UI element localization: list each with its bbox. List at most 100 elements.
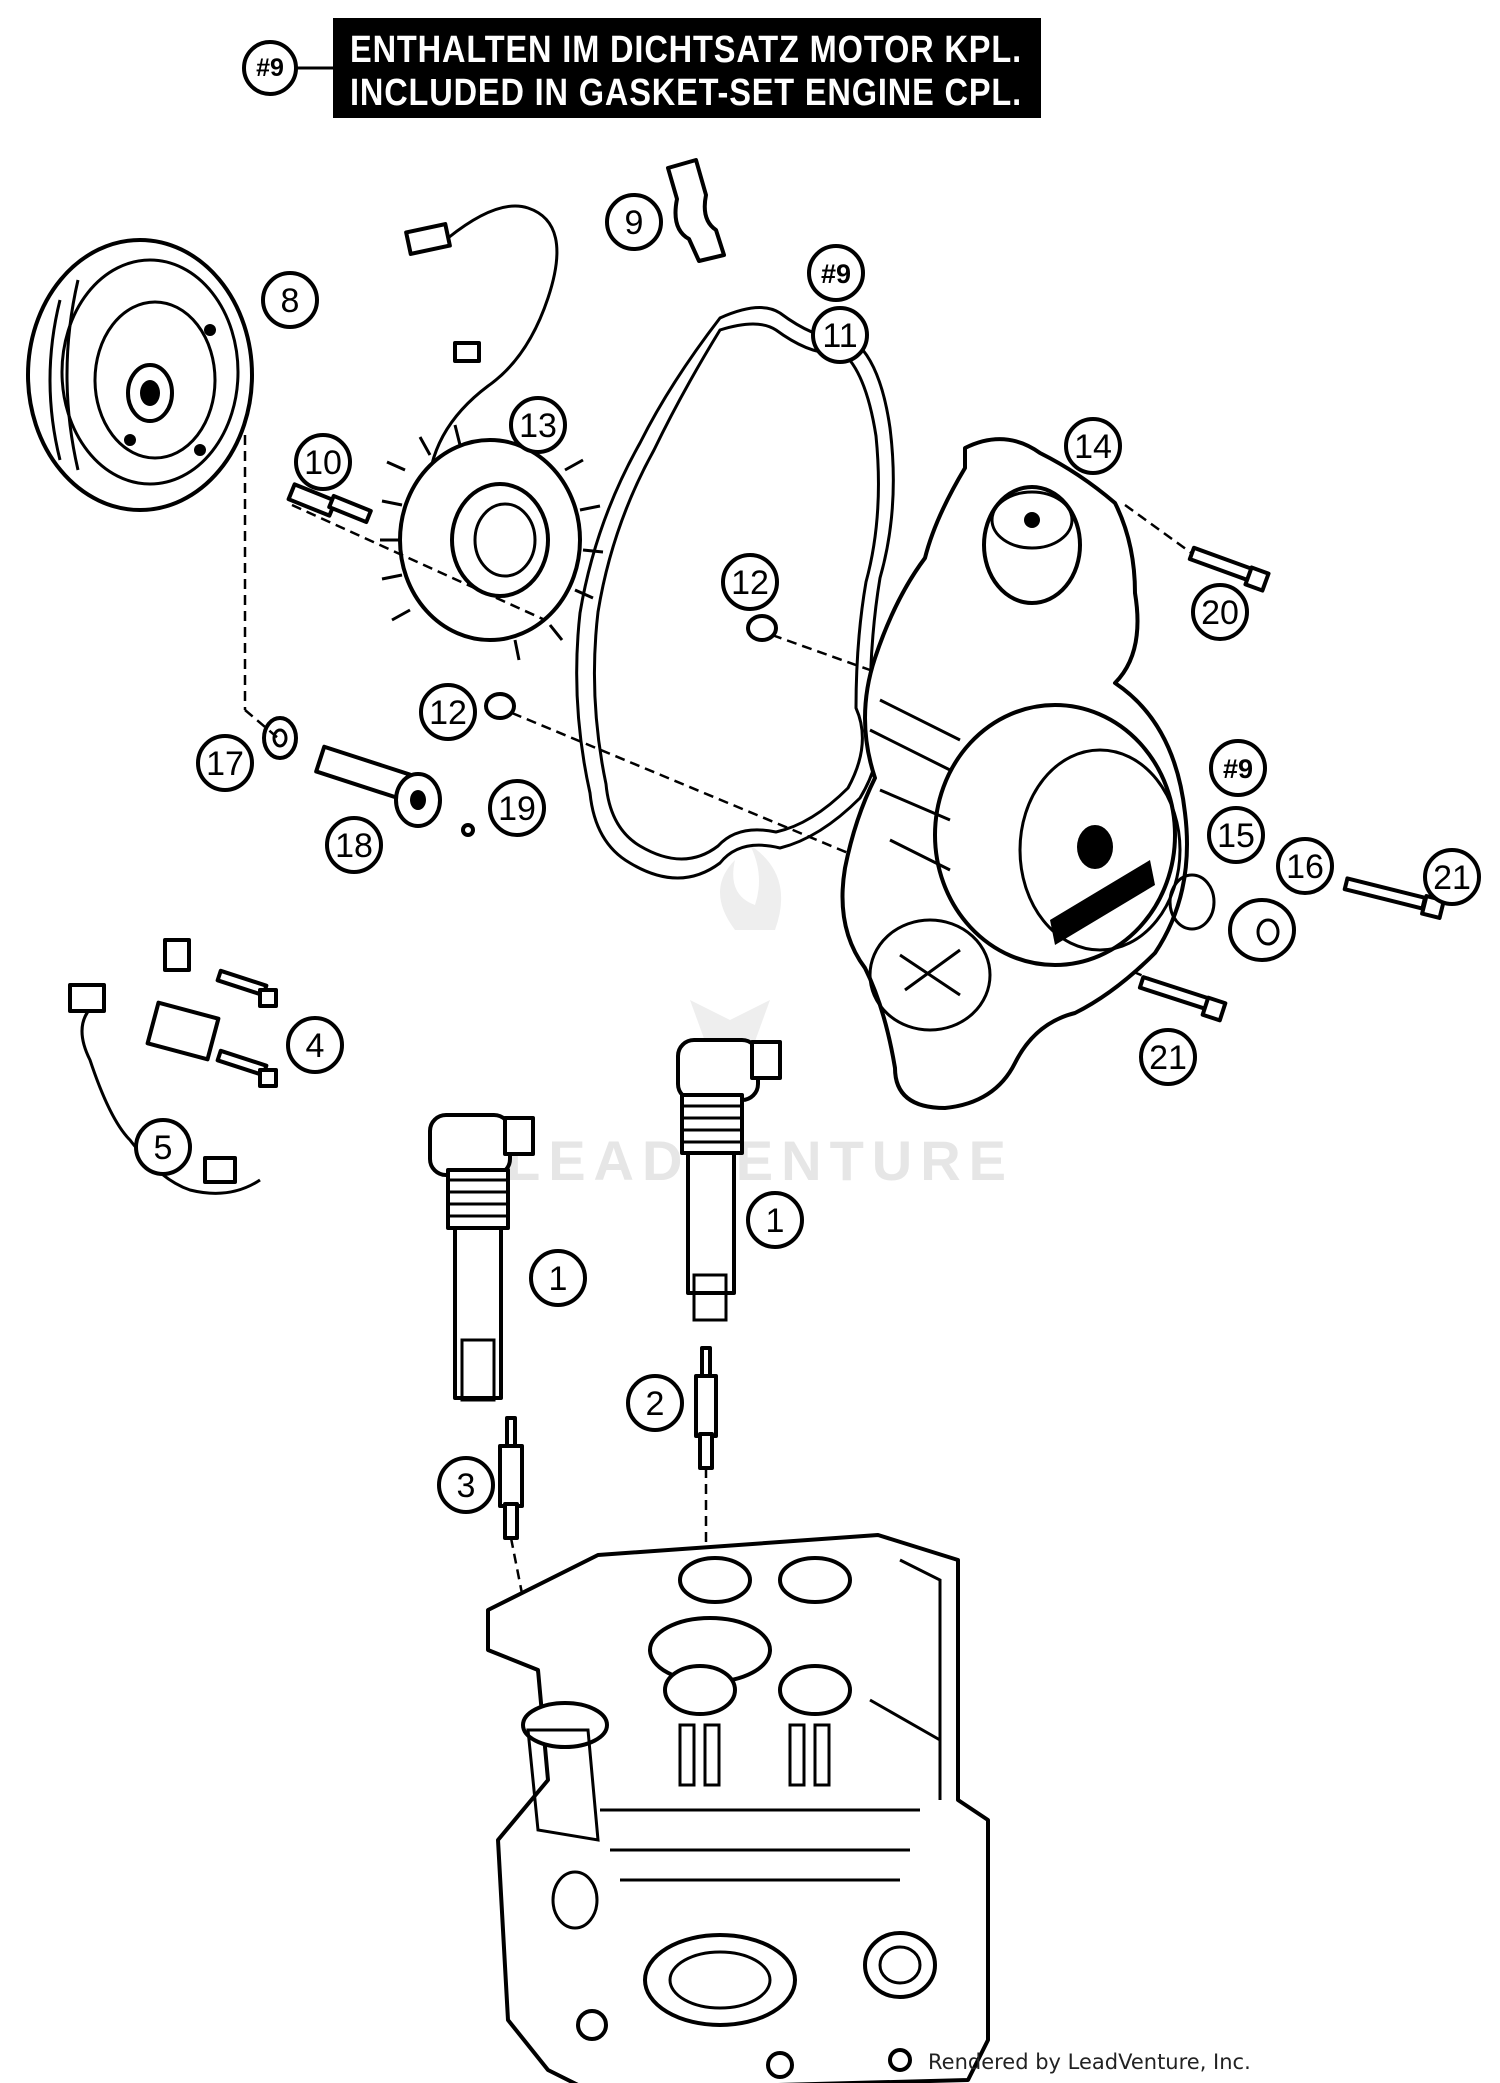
callout-circle (626, 1374, 684, 1432)
callout-number: 17 (206, 745, 244, 783)
callout-circle (1207, 806, 1265, 864)
circlip (461, 823, 475, 837)
callout-number: 15 (1217, 817, 1255, 855)
sensor-bolt-lower (215, 1048, 278, 1088)
callout-number: 19 (498, 790, 536, 828)
callout-circle (509, 396, 567, 454)
legend-tag: #9 (256, 54, 284, 82)
callout-c16: 16 (1276, 837, 1334, 895)
ignition-coil-left (428, 1113, 535, 1402)
ignition-coil-right (676, 1038, 782, 1322)
callout-number: 18 (335, 827, 373, 865)
callout-c9b: #9 (807, 244, 865, 302)
callout-number: 9 (625, 204, 644, 242)
stator-with-cable (380, 204, 604, 661)
spark-plug-right (694, 1346, 718, 1470)
callout-c8: 8 (261, 271, 319, 329)
callout-circle (488, 779, 546, 837)
callout-c17: 17 (196, 734, 254, 792)
legend-line-de: ENTHALTEN IM DICHTSATZ MOTOR KPL. (350, 29, 1022, 71)
callout-c12a: 12 (721, 553, 779, 611)
callout-circle (325, 816, 383, 874)
sensor-bolt-upper (215, 968, 278, 1008)
dowel-pin-lower (484, 692, 516, 720)
callout-c1b: 1 (746, 1191, 804, 1249)
callout-circle (1209, 739, 1267, 797)
callout-c18: 18 (325, 816, 383, 874)
stator-bolt (286, 482, 373, 525)
callout-circle (1191, 583, 1249, 641)
callout-circle (437, 1456, 495, 1514)
legend-box (333, 18, 1041, 118)
spark-plug-left (498, 1416, 524, 1540)
callout-number: 1 (766, 1202, 785, 1240)
legend-line-en: INCLUDED IN GASKET-SET ENGINE CPL. (350, 72, 1022, 114)
callout-c13: 13 (509, 396, 567, 454)
callout-c12b: 12 (419, 683, 477, 741)
callout-number: 20 (1201, 594, 1239, 632)
callout-number: 12 (731, 564, 769, 602)
callout-c2: 2 (626, 1374, 684, 1432)
callout-circle (286, 1016, 344, 1074)
callout-number: 1 (549, 1260, 568, 1298)
callout-number: 10 (304, 444, 342, 482)
cable-clip (666, 158, 726, 263)
callout-c5: 5 (134, 1118, 192, 1176)
callout-number: 13 (519, 407, 557, 445)
generator-cover (840, 437, 1189, 1110)
callout-number: 11 (822, 317, 857, 355)
callout-number: #9 (821, 259, 851, 289)
callout-circle (419, 683, 477, 741)
callout-circle (746, 1191, 804, 1249)
callout-c9c: #9 (1209, 739, 1267, 797)
callout-circle (1423, 848, 1481, 906)
cover-gasket (575, 306, 895, 880)
callout-circle (1139, 1028, 1197, 1086)
callout-circle (294, 433, 352, 491)
callout-c11: 11 (811, 306, 869, 364)
callout-number: 8 (281, 282, 300, 320)
callout-number: 21 (1149, 1039, 1187, 1077)
callout-circle (529, 1249, 587, 1307)
callout-number: 5 (154, 1129, 173, 1167)
callout-c19: 19 (488, 779, 546, 837)
callout-c10: 10 (294, 433, 352, 491)
callout-c4: 4 (286, 1016, 344, 1074)
o-ring (1168, 873, 1216, 931)
callout-circle (1276, 837, 1334, 895)
callout-number: 12 (429, 694, 467, 732)
plug-screw (1228, 898, 1296, 962)
callout-c20: 20 (1191, 583, 1249, 641)
flywheel-rotor (26, 238, 254, 512)
callout-circle (807, 244, 865, 302)
callout-c21a: 21 (1423, 848, 1481, 906)
callout-circle (721, 553, 779, 611)
callout-circle (605, 193, 663, 251)
dowel-pin-upper (746, 614, 778, 642)
callout-c21b: 21 (1139, 1028, 1197, 1086)
gasket-set-legend: #9 ENTHALTEN IM DICHTSATZ MOTOR KPL. INC… (242, 18, 1041, 118)
callout-circle (196, 734, 254, 792)
callout-circle (811, 306, 869, 364)
callout-number: 4 (306, 1027, 325, 1065)
washer (262, 716, 298, 760)
callout-number: 2 (646, 1385, 665, 1423)
callout-c15: 15 (1207, 806, 1265, 864)
callout-number: #9 (1223, 754, 1253, 784)
cover-bolt-lower (1137, 975, 1228, 1023)
cover-plug-cap (1024, 512, 1040, 528)
watermark-text: LEADVENTURE (506, 1129, 1014, 1192)
callout-circle (1064, 417, 1122, 475)
callout-c1a: 1 (529, 1249, 587, 1307)
callout-number: 16 (1286, 848, 1324, 886)
render-credit: Rendered by LeadVenture, Inc. (928, 2050, 1251, 2074)
idler-gear (394, 772, 442, 828)
callout-c3: 3 (437, 1456, 495, 1514)
callout-circle (134, 1118, 192, 1176)
callout-number: 14 (1074, 428, 1112, 466)
callout-c9: 9 (605, 193, 663, 251)
cover-bolt-upper (1187, 545, 1271, 593)
crank-sensor (68, 938, 261, 1195)
